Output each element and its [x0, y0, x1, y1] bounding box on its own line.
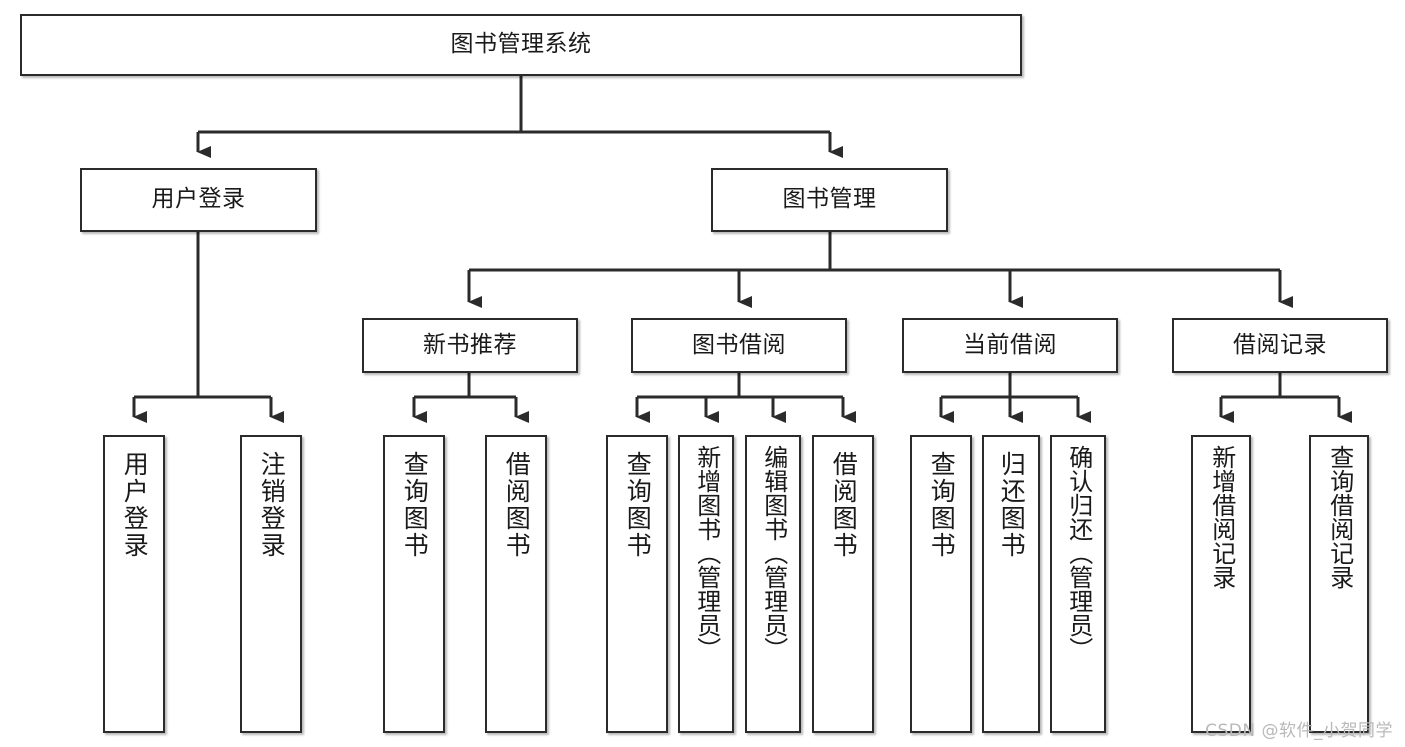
leaf-logout[interactable]: 注销登录	[240, 435, 302, 733]
leaf-query-borrow-record[interactable]: 查询借阅记录	[1309, 435, 1369, 733]
node-label: 借阅图书	[829, 451, 859, 559]
leaf-borrow-book[interactable]: 借阅图书	[812, 435, 874, 733]
node-label: 查询借阅记录	[1325, 445, 1354, 589]
leaf-return-book[interactable]: 归还图书	[982, 435, 1040, 733]
watermark-text: CSDN @软件_小贺同学	[1205, 721, 1393, 741]
node-label: 图书管理	[782, 186, 877, 213]
node-borrow-record[interactable]: 借阅记录	[1172, 318, 1388, 373]
leaf-borrow-book-recommend[interactable]: 借阅图书	[485, 435, 547, 733]
node-root-system[interactable]: 图书管理系统	[20, 14, 1022, 76]
node-label: 图书借阅	[692, 331, 786, 358]
leaf-user-login[interactable]: 用户登录	[103, 435, 165, 733]
node-label: 查询图书	[623, 451, 653, 559]
leaf-add-book-admin[interactable]: 新增图书（管理员）	[678, 435, 734, 733]
leaf-confirm-return-admin[interactable]: 确认归还（管理员）	[1050, 435, 1106, 733]
leaf-add-borrow-record[interactable]: 新增借阅记录	[1191, 435, 1251, 733]
node-label: 用户登录	[120, 451, 150, 559]
node-label: 图书管理系统	[450, 31, 592, 58]
leaf-edit-book-admin[interactable]: 编辑图书（管理员）	[745, 435, 801, 733]
node-label: 新增借阅记录	[1207, 445, 1236, 589]
node-label: 当前借阅	[963, 331, 1057, 358]
leaf-query-book-current[interactable]: 查询图书	[910, 435, 972, 733]
node-book-borrow[interactable]: 图书借阅	[631, 318, 847, 373]
node-book-management[interactable]: 图书管理	[711, 168, 948, 232]
node-label: 借阅图书	[502, 451, 532, 559]
leaf-query-book-borrow[interactable]: 查询图书	[606, 435, 668, 733]
node-user-login[interactable]: 用户登录	[80, 168, 317, 232]
node-label: 查询图书	[400, 451, 430, 559]
node-new-book-recommend[interactable]: 新书推荐	[362, 318, 578, 373]
node-label: 归还图书	[997, 451, 1027, 559]
node-label: 注销登录	[257, 451, 287, 559]
node-label: 新增图书（管理员）	[692, 445, 721, 661]
node-label: 新书推荐	[423, 331, 517, 358]
node-label: 编辑图书（管理员）	[759, 445, 788, 661]
node-label: 借阅记录	[1233, 331, 1327, 358]
node-label: 用户登录	[151, 186, 246, 213]
node-label: 确认归还（管理员）	[1064, 445, 1093, 661]
leaf-query-book-recommend[interactable]: 查询图书	[383, 435, 445, 733]
node-label: 查询图书	[927, 451, 957, 559]
node-current-borrow[interactable]: 当前借阅	[902, 318, 1118, 373]
